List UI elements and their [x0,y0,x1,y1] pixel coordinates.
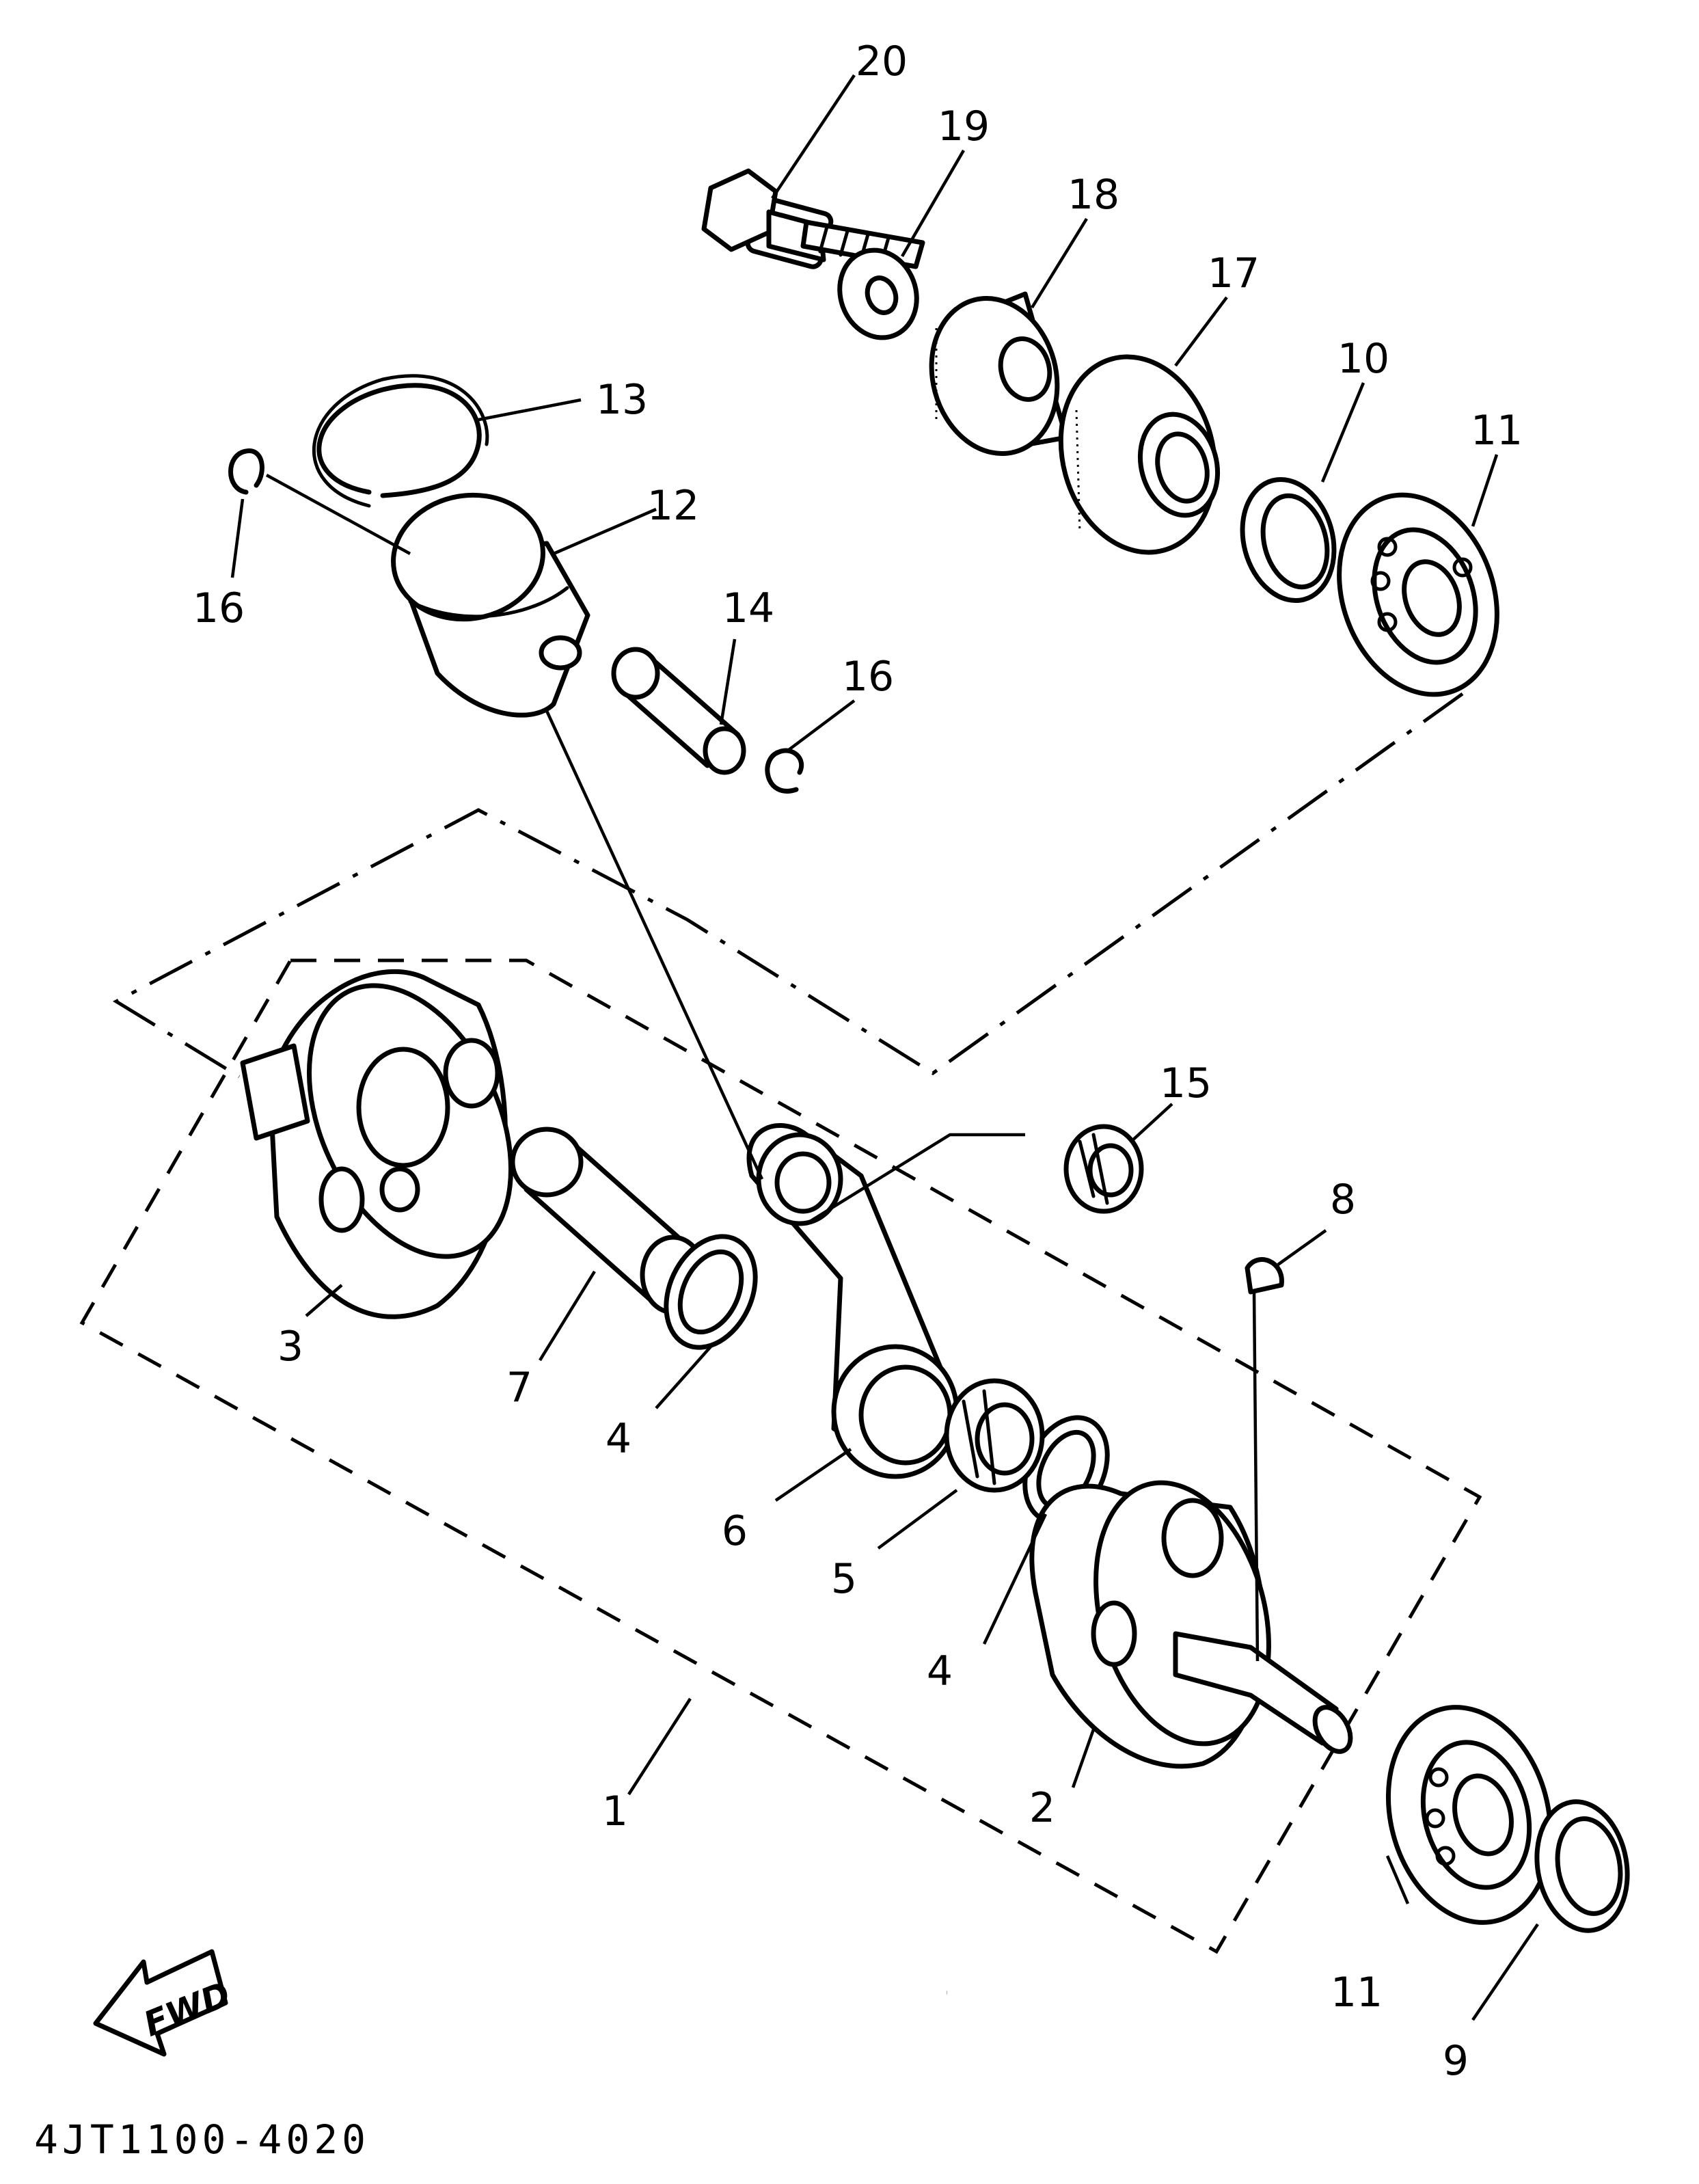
callout-16-right: 16 [842,653,894,701]
primary-drive-gear [1058,354,1221,555]
forward-arrow-icon: FWD [93,1949,236,2057]
connecting-rod [746,1123,960,1479]
ball-bearing-upper [1337,492,1499,697]
piston [391,492,590,718]
circlip-right [765,748,804,794]
callout-11-lower: 11 [1331,1969,1383,2017]
callout-11-upper: 11 [1471,407,1523,455]
callout-13: 13 [596,376,648,424]
callout-4-right: 4 [927,1647,953,1695]
callout-numbers: 20 19 18 17 10 11 13 12 16 14 16 15 8 3 … [193,38,1523,2085]
washer [837,247,919,340]
diagram-part-code: 4JT1100-4020 [34,2116,370,2163]
callout-15: 15 [1160,1060,1212,1107]
bearing-reference-line [112,692,1464,1079]
callout-4-left: 4 [606,1415,631,1463]
callout-7: 7 [506,1364,532,1412]
pinion-gear [929,291,1069,456]
callout-20: 20 [856,38,908,85]
callout-8: 8 [1330,1176,1356,1224]
small-end-bearing [1063,1124,1144,1214]
oil-seal-lower [1534,1799,1630,1933]
crank-half-left [240,969,514,1319]
flange-bolt [701,168,925,269]
thrust-washer-left [664,1234,758,1350]
callout-17: 17 [1208,250,1260,297]
callout-12: 12 [647,482,699,530]
callout-2: 2 [1029,1784,1055,1832]
callout-16-left: 16 [193,584,245,632]
callout-14: 14 [722,584,774,632]
piston-pin [611,647,746,775]
callout-19: 19 [938,103,990,150]
callout-5: 5 [831,1555,857,1603]
oil-seal-upper [1240,476,1337,604]
circlip-left [228,448,264,495]
callout-1: 1 [602,1788,628,1835]
piston-ring [312,374,489,508]
callout-10: 10 [1337,335,1389,383]
callout-3: 3 [277,1323,303,1371]
woodruff-key [1245,1257,1284,1295]
crank-half-right [1029,1480,1353,1769]
ball-bearing-lower [1385,1705,1553,1925]
big-end-bearing [944,1378,1045,1493]
callout-6: 6 [722,1507,748,1555]
callout-18: 18 [1068,171,1119,219]
connection-lines [265,474,1260,1662]
callout-leaders [230,74,1539,2021]
callout-9: 9 [1443,2037,1469,2085]
